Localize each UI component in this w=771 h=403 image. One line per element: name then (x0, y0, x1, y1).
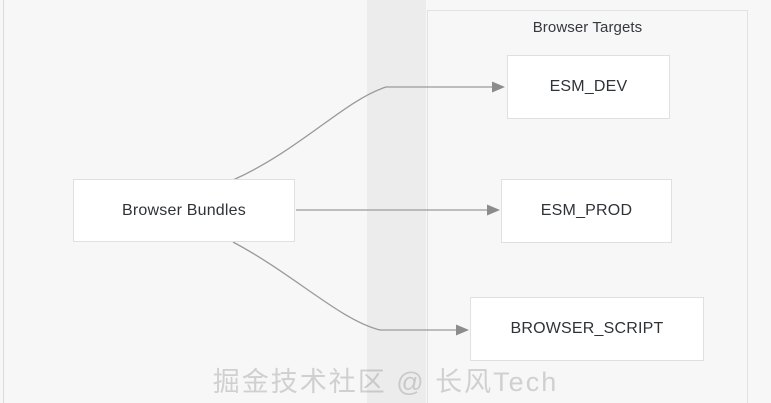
node-browser-bundles[interactable]: Browser Bundles (73, 179, 295, 242)
node-browser-script-label: BROWSER_SCRIPT (510, 320, 664, 337)
middle-gutter-band (367, 0, 426, 403)
node-esm-dev[interactable]: ESM_DEV (507, 55, 670, 119)
left-divider-rule (3, 0, 4, 403)
watermark-text: 掘金技术社区 @ 长风Tech (212, 367, 559, 397)
browser-targets-group-title: Browser Targets (532, 19, 643, 36)
node-esm-prod-label: ESM_PROD (540, 202, 633, 219)
node-browser-bundles-label: Browser Bundles (122, 201, 246, 219)
node-esm-prod[interactable]: ESM_PROD (501, 179, 672, 243)
node-browser-script[interactable]: BROWSER_SCRIPT (470, 297, 704, 361)
node-esm-dev-label: ESM_DEV (549, 78, 628, 95)
